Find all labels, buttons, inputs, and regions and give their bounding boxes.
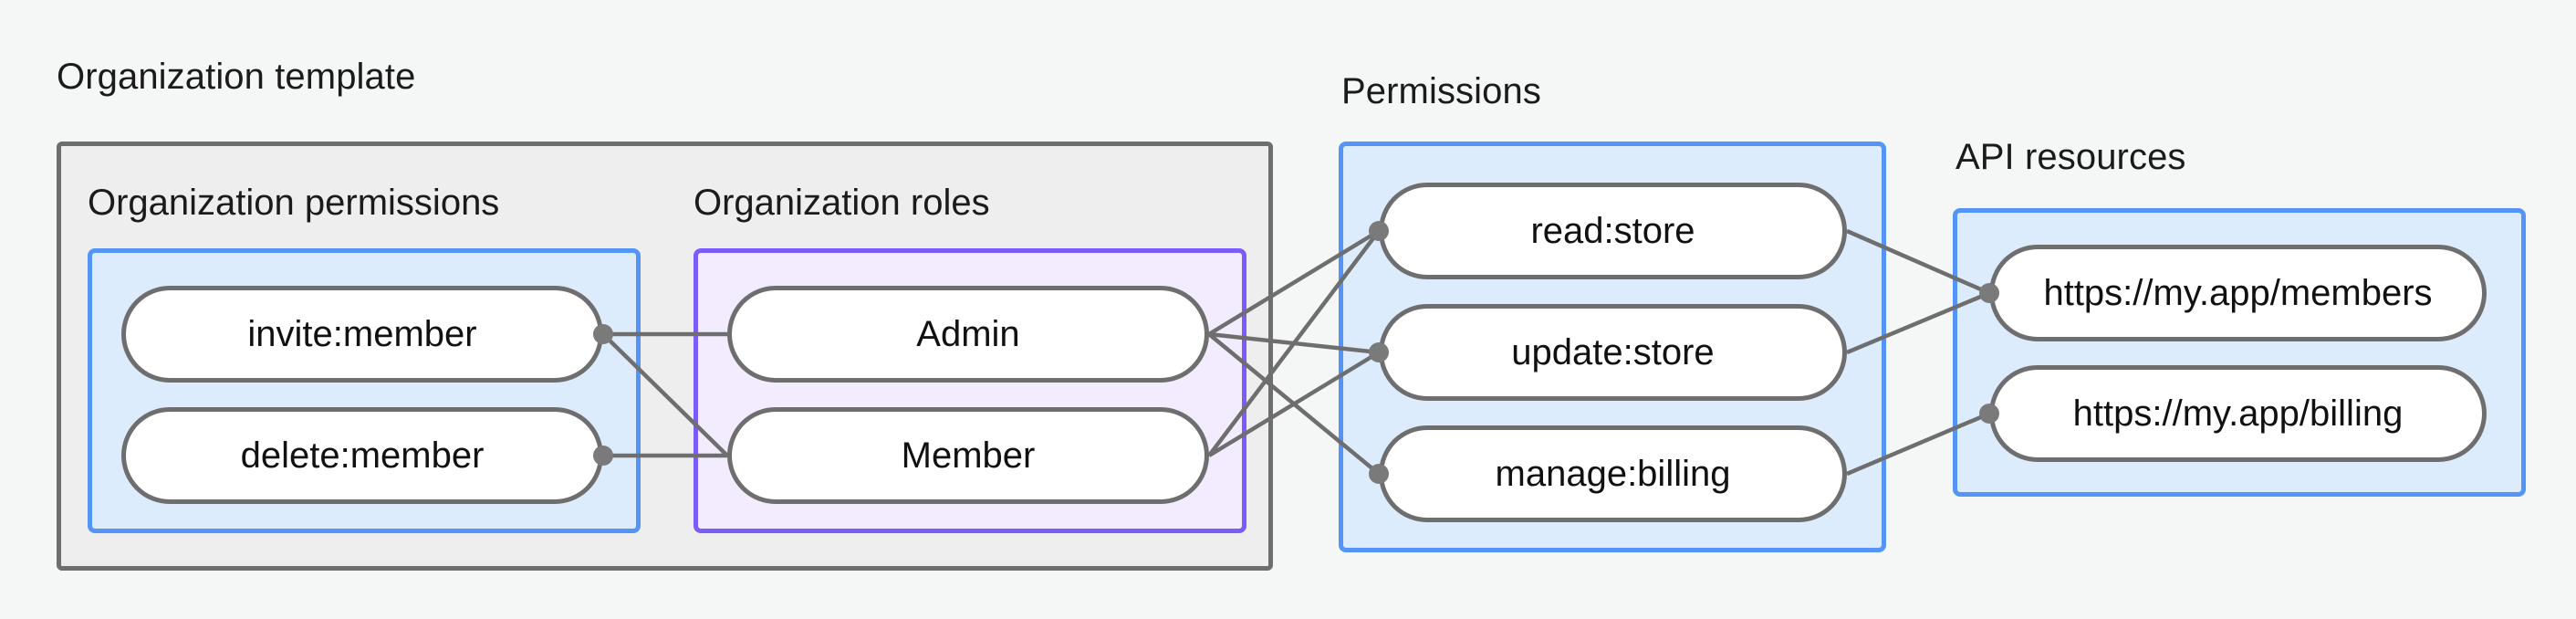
- node-delete-member[interactable]: delete:member: [121, 407, 603, 504]
- node-billing-url-label: https://my.app/billing: [2072, 393, 2404, 434]
- node-member[interactable]: Member: [727, 407, 1209, 504]
- node-read-store-label: read:store: [1530, 210, 1695, 251]
- node-read-store[interactable]: read:store: [1379, 183, 1847, 279]
- node-invite-member[interactable]: invite:member: [121, 286, 603, 383]
- node-delete-member-label: delete:member: [240, 435, 485, 476]
- organization-roles-label: Organization roles: [694, 183, 990, 223]
- node-admin-label: Admin: [916, 313, 1020, 354]
- node-manage-billing[interactable]: manage:billing: [1379, 425, 1847, 522]
- node-admin[interactable]: Admin: [727, 286, 1209, 383]
- api-resources-label: API resources: [1955, 137, 2186, 177]
- node-billing-url[interactable]: https://my.app/billing: [1989, 365, 2487, 462]
- node-members-url-label: https://my.app/members: [2043, 272, 2433, 313]
- organization-template-label: Organization template: [57, 57, 416, 97]
- node-manage-billing-label: manage:billing: [1495, 453, 1731, 494]
- node-members-url[interactable]: https://my.app/members: [1989, 245, 2487, 341]
- permissions-label: Permissions: [1341, 71, 1541, 111]
- node-update-store[interactable]: update:store: [1379, 304, 1847, 401]
- node-member-label: Member: [901, 435, 1036, 476]
- node-update-store-label: update:store: [1511, 331, 1715, 372]
- node-invite-member-label: invite:member: [247, 313, 477, 354]
- organization-permissions-label: Organization permissions: [88, 183, 500, 223]
